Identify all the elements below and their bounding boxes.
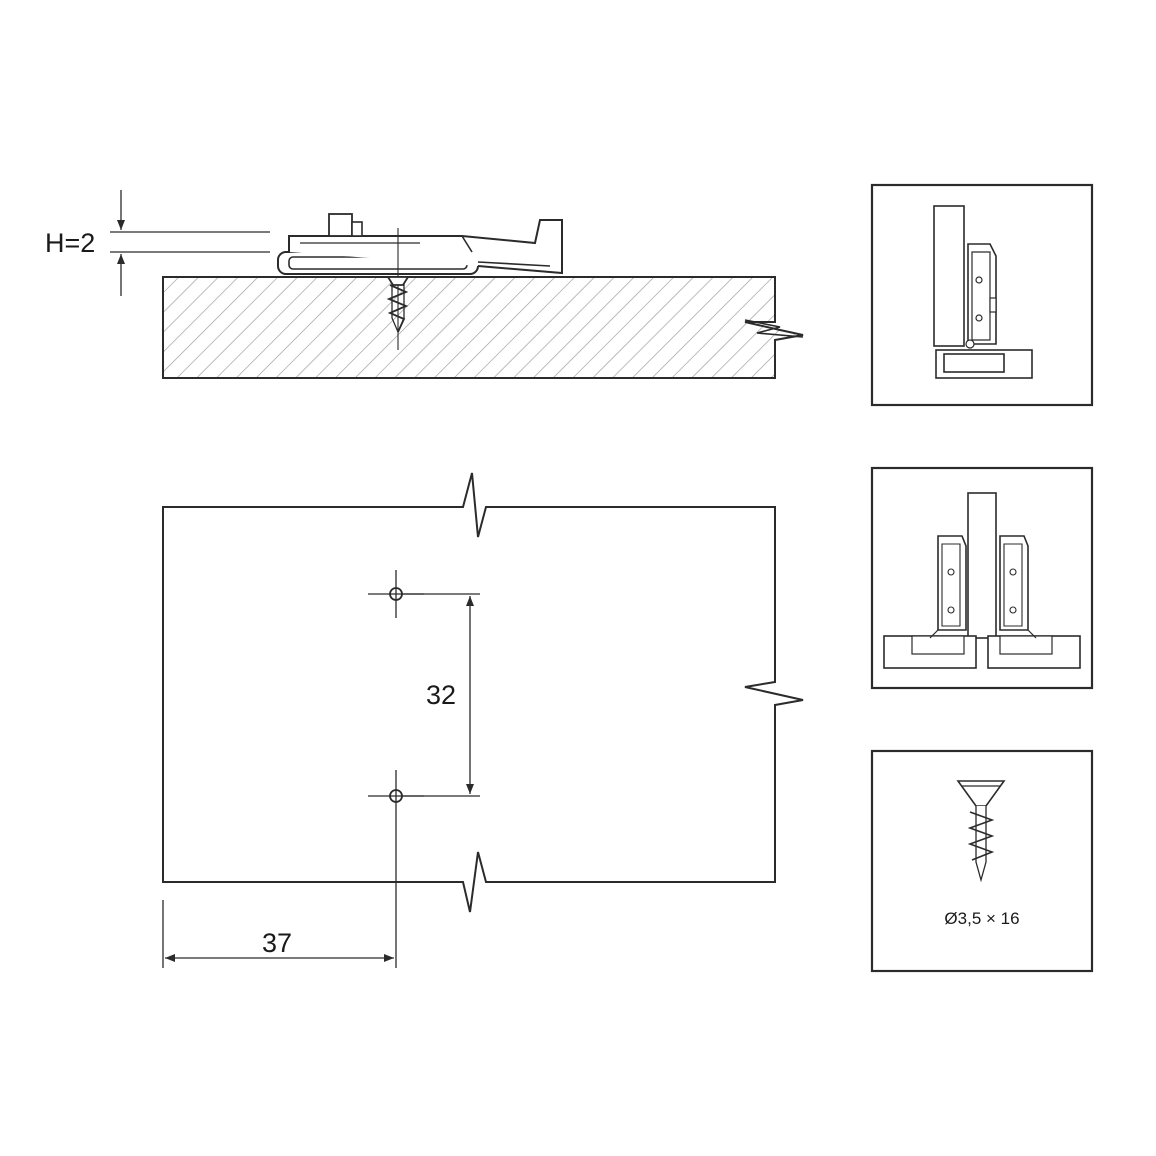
section-view	[110, 190, 804, 379]
screw-spec-label: Ø3,5 × 16	[944, 909, 1019, 928]
break-mark-right	[744, 319, 804, 338]
plan-view	[162, 472, 804, 968]
hinge-pair-icon	[883, 492, 1081, 669]
hinge-pair-panel	[870, 466, 1094, 690]
edge-dimension-label: 37	[262, 928, 292, 958]
hinge-side-icon	[933, 205, 1033, 379]
edge-dimension	[162, 900, 394, 968]
height-dimension-label: H=2	[45, 228, 95, 258]
panel-plan	[162, 472, 804, 913]
spacing-dimension-label: 32	[426, 680, 456, 710]
mounting-plate	[277, 213, 563, 275]
screw-icon	[956, 780, 1006, 883]
screw-panel	[870, 749, 1094, 973]
hinge-side-panel	[870, 183, 1094, 407]
section-screw	[386, 228, 410, 350]
panel-section	[162, 276, 804, 379]
spacing-dimension	[402, 593, 480, 797]
height-dimension	[110, 190, 270, 296]
